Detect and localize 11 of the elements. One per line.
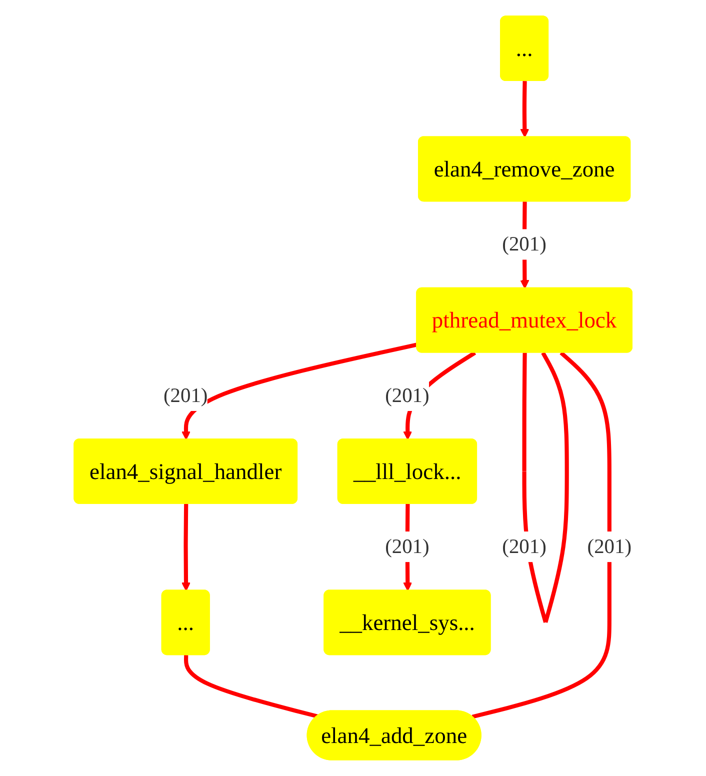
arrow [520,81,530,138]
connector [184,655,318,718]
arrow [181,342,418,440]
arrow [181,504,190,592]
connector [472,351,612,719]
edge-label: (201) [385,536,430,558]
edge-label: (201) [385,384,430,407]
edge-label: (201) [163,384,208,407]
edge-label: (201) [502,536,546,558]
edge-label: (201) [502,233,546,256]
edge-label: (201) [587,536,632,558]
